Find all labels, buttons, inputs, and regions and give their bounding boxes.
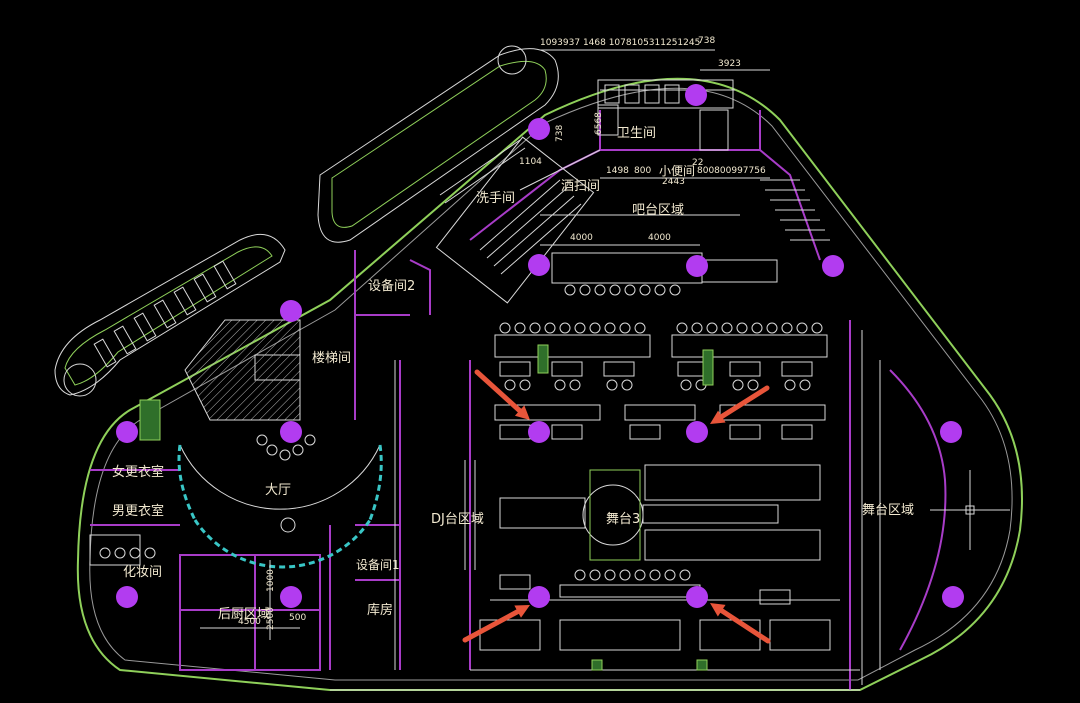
restroom-fixtures — [597, 79, 734, 151]
room-label-dj-area: DJ台区域 — [431, 512, 484, 527]
hall-circle — [177, 444, 383, 569]
room-label-back-kitchen: 后厨区域 — [218, 607, 271, 622]
light-3 — [528, 254, 550, 276]
arrow-1 — [474, 369, 530, 420]
dim-top-738: 738 — [698, 36, 716, 46]
light-1 — [685, 84, 707, 106]
room-label-stage-area: 舞台区域 — [862, 503, 915, 518]
structure-lines — [225, 89, 1010, 691]
room-label-hall: 大厅 — [265, 483, 292, 498]
light-11 — [940, 421, 962, 443]
arrow-layer — [462, 369, 771, 644]
room-label-womens-locker: 女更衣室 — [112, 465, 165, 480]
light-2 — [528, 118, 550, 140]
arrow-4 — [710, 603, 771, 644]
light-16 — [942, 586, 964, 608]
stairs — [435, 136, 830, 304]
dim-500: 500 — [289, 613, 307, 623]
dim-1498: 1498 — [606, 166, 629, 176]
light-4 — [686, 255, 708, 277]
room-label-equipment-room-2: 设备间2 — [368, 279, 416, 294]
room-label-storage: 库房 — [367, 603, 394, 618]
dim-6568: 6568 — [594, 112, 604, 135]
arrow-2 — [710, 385, 770, 424]
dim-4500: 4500 — [238, 617, 261, 627]
light-6 — [280, 300, 302, 322]
light-10 — [686, 421, 708, 443]
room-label-mens-locker: 男更衣室 — [112, 504, 165, 519]
planters — [139, 344, 714, 671]
bar-stools — [256, 284, 823, 581]
dim-4000-a: 4000 — [570, 233, 593, 243]
room-label-wash-room: 洗手间 — [476, 191, 516, 206]
stage-3-shape — [582, 469, 779, 561]
light-14 — [528, 586, 550, 608]
room-label-makeup-room: 化妆间 — [123, 565, 163, 580]
seating — [89, 334, 831, 651]
marker-layer — [116, 84, 964, 608]
room-label-equipment-room-1: 设备间1 — [356, 558, 400, 572]
room-label-liquor-room: 酒扫间 — [561, 179, 601, 194]
room-label-urinal-room: 小便间 — [659, 164, 696, 178]
building-outline — [76, 77, 1023, 691]
dim-1104: 1104 — [519, 157, 542, 167]
dim-4000-b: 4000 — [648, 233, 671, 243]
light-5 — [822, 255, 844, 277]
dim-1000: 1000 — [266, 569, 276, 592]
dim-2443: 2443 — [662, 177, 685, 187]
light-7 — [116, 421, 138, 443]
room-label-bar-area: 吧台区域 — [632, 203, 685, 218]
light-12 — [116, 586, 138, 608]
hatched-stairwell — [184, 319, 301, 421]
dim-chain-2: 800800997756 — [697, 166, 766, 176]
light-9 — [528, 421, 550, 443]
room-label-stairwell: 楼梯间 — [312, 351, 352, 366]
dimension-lines — [200, 49, 770, 640]
dim-800: 800 — [634, 166, 652, 176]
entrance-ramps — [54, 45, 559, 397]
ramp-bars — [93, 139, 526, 368]
dim-top-chain: 1093937 1468 1078105311251245 — [540, 38, 701, 48]
dim-2500: 2500 — [266, 607, 276, 630]
dim-22: 22 — [692, 158, 704, 168]
dim-738-vertical: 738 — [555, 124, 565, 142]
dim-top-3923: 3923 — [718, 59, 741, 69]
light-13 — [280, 586, 302, 608]
light-15 — [686, 586, 708, 608]
room-label-stage-3: 舞台3 — [606, 512, 641, 527]
light-8 — [280, 421, 302, 443]
arrow-3 — [462, 605, 530, 643]
room-label-restroom: 卫生间 — [617, 126, 657, 141]
outline-inner — [89, 87, 1013, 681]
